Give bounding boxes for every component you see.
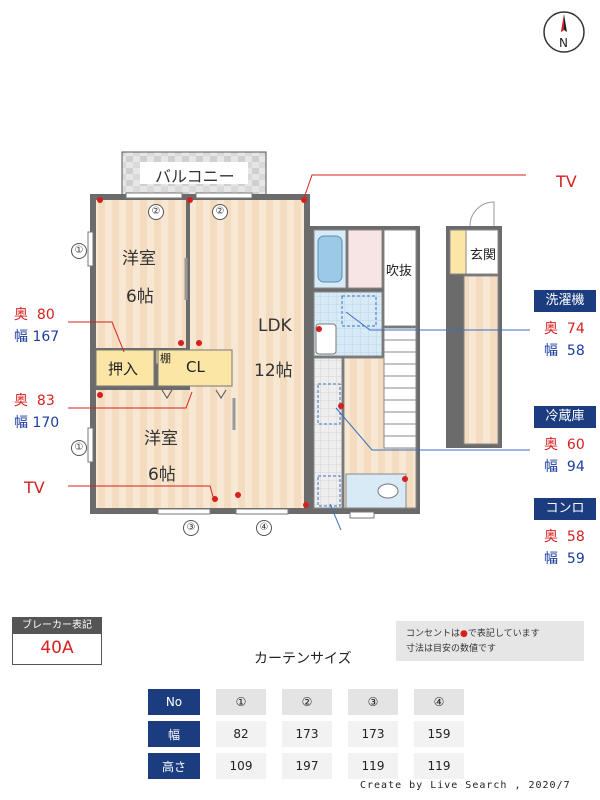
compass-label: N [559,36,568,50]
ldk-size: 12帖 [254,361,293,381]
outlet [316,326,322,332]
floor-plan [68,151,530,530]
closet-cl [157,349,233,387]
atrium [383,229,417,327]
curtain-title: カーテンサイズ [254,651,352,667]
cl-label: CL [186,358,205,376]
entrance-door [469,201,495,227]
outlet [212,496,218,502]
window-number: ③ [183,520,199,536]
outlet [235,492,241,498]
western1-size: 6帖 [126,287,154,307]
stove-dims: 奥 58 幅 59 [544,529,585,567]
leader-lines [68,174,530,530]
western-room-1 [96,200,186,348]
breaker-value: 40A [40,638,74,658]
fridge-dims: 奥 60 幅 94 [544,437,585,475]
curtain-table: No ① ② ③ ④ 幅 82 173 173 159 高さ 109 197 1… [148,683,464,785]
table-row: No ① ② ③ ④ [148,689,464,715]
windows [87,192,289,515]
outlet [303,502,309,508]
credit: Create by Live Search , 2020/7 [360,780,571,791]
outlet [178,340,184,346]
ldk-name: LDK [258,316,292,336]
breaker-box: ブレーカー表記 40A [12,617,102,665]
table-row: 幅 82 173 173 159 [148,721,464,747]
window-number: ① [71,243,87,259]
window-number: ① [71,440,87,456]
tv-label-top: TV [556,172,577,191]
western-room-2 [96,390,232,508]
cl-dims: 奥 83 幅 170 [14,393,60,431]
small-window [349,511,375,519]
balcony-label-box [140,162,248,184]
washer-dims: 奥 74 幅 58 [544,321,585,359]
closet-oshiire [95,349,155,387]
washroom [347,229,383,289]
window-number: ④ [256,520,272,536]
sink [315,323,337,355]
outlet [187,197,193,203]
compass: N [542,10,586,54]
table-row: 高さ 109 197 119 119 [148,753,464,779]
shelf-label: 棚 [160,352,171,365]
washer-space [341,295,377,327]
kitchen [313,357,343,509]
balcony-label: バルコニー [155,167,235,186]
breaker-title: ブレーカー表記 [13,618,101,634]
washer-badge: 洗濯機 [534,290,596,312]
stove-space [317,475,341,507]
window-number: ② [212,204,228,220]
stove-badge: コンロ [534,498,596,520]
western1-name: 洋室 [122,249,156,269]
bathtub [317,235,343,283]
tv-label-left: TV [24,478,45,497]
shoe-box [449,229,467,275]
closet-dims: 奥 80 幅 167 [14,307,60,345]
western2-size: 6帖 [148,465,176,485]
window-number: ② [148,204,164,220]
notes-box: コンセントは●で表記しています 寸法は目安の数値です [396,621,584,661]
outlet [97,197,103,203]
outlet [338,403,344,409]
closet-label: 押入 [108,360,139,378]
entrance-label: 玄関 [470,248,497,263]
toilet [377,483,399,499]
western2-name: 洋室 [144,429,178,449]
outlet [301,197,307,203]
outlet [402,476,408,482]
fridge-badge: 冷蔵庫 [534,406,596,428]
outlet [196,340,202,346]
outlet [97,392,103,398]
compass-icon [543,11,585,53]
entrance-stairs [463,275,499,445]
stair-steps [384,339,416,437]
atrium-label: 吹抜 [386,264,413,279]
